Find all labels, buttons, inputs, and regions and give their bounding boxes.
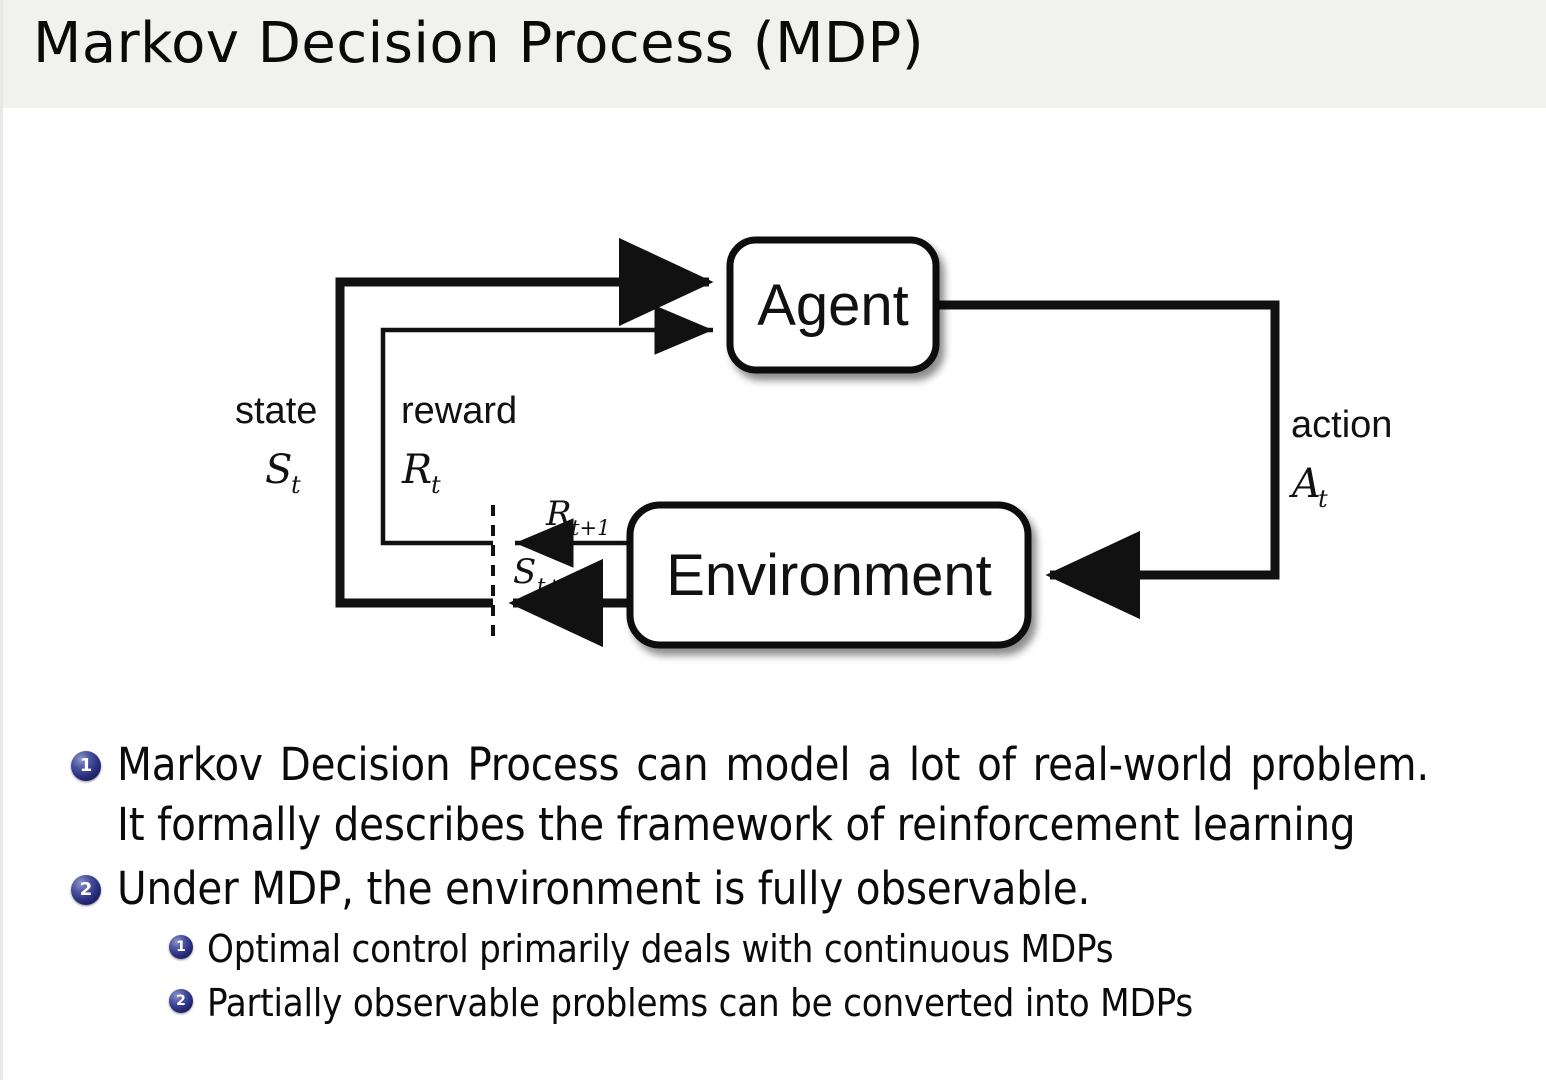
environment-box: Environment: [626, 501, 1032, 649]
environment-box-label: Environment: [666, 543, 992, 608]
reward-label-symbol: R: [401, 447, 432, 493]
next-state-label-symbol: S: [513, 552, 536, 592]
list-item[interactable]: 1 Markov Decision Process can model a lo…: [3, 735, 1546, 855]
sub-bullet-text-2: Partially observable problems can be con…: [207, 981, 1193, 1025]
action-label-symbol: A: [1288, 461, 1321, 507]
list-item[interactable]: 2 Partially observable problems can be c…: [3, 977, 1546, 1029]
reward-label: reward R t: [401, 390, 517, 499]
list-item[interactable]: 1 Optimal control primarily deals with c…: [3, 923, 1546, 975]
page-title: Markov Decision Process (MDP): [33, 11, 925, 76]
next-state-label: S t+1: [513, 552, 576, 598]
reward-feedback-arrow: [380, 305, 713, 546]
state-feedback-arrow: [335, 237, 714, 608]
agent-box: Agent: [726, 236, 940, 374]
bullet-marker-2: 2: [71, 875, 101, 905]
mdp-agent-environment-diagram: Agent Environment state S t reward R t: [3, 150, 1546, 680]
state-label: state S t: [235, 390, 317, 499]
sub-bullet-marker-1: 1: [169, 935, 193, 959]
bullet-marker-1: 1: [71, 751, 101, 781]
agent-box-label: Agent: [757, 273, 909, 338]
action-label: action A t: [1288, 404, 1392, 513]
next-state-label-subscript: t+1: [537, 574, 576, 598]
action-label-subscript: t: [1318, 485, 1328, 513]
slide-header-bar: Markov Decision Process (MDP): [3, 0, 1546, 108]
bullet-list: 1 Markov Decision Process can model a lo…: [3, 735, 1546, 1031]
state-label-symbol: S: [265, 447, 292, 493]
next-reward-label: R t+1: [545, 494, 610, 540]
action-label-word: action: [1291, 404, 1392, 446]
bullet-text-2: Under MDP, the environment is fully obse…: [117, 862, 1091, 915]
sub-bullet-marker-2: 2: [169, 989, 193, 1013]
reward-label-word: reward: [401, 390, 517, 432]
state-label-word: state: [235, 390, 317, 432]
bullet-text-1: Markov Decision Process can model a lot …: [117, 738, 1429, 851]
action-arrow: [936, 300, 1280, 620]
next-reward-label-symbol: R: [545, 494, 572, 534]
reward-label-subscript: t: [431, 471, 441, 499]
state-label-subscript: t: [291, 471, 301, 499]
list-item[interactable]: 2 Under MDP, the environment is fully ob…: [3, 859, 1546, 919]
sub-bullet-text-1: Optimal control primarily deals with con…: [207, 927, 1114, 971]
next-reward-label-subscript: t+1: [571, 516, 610, 540]
